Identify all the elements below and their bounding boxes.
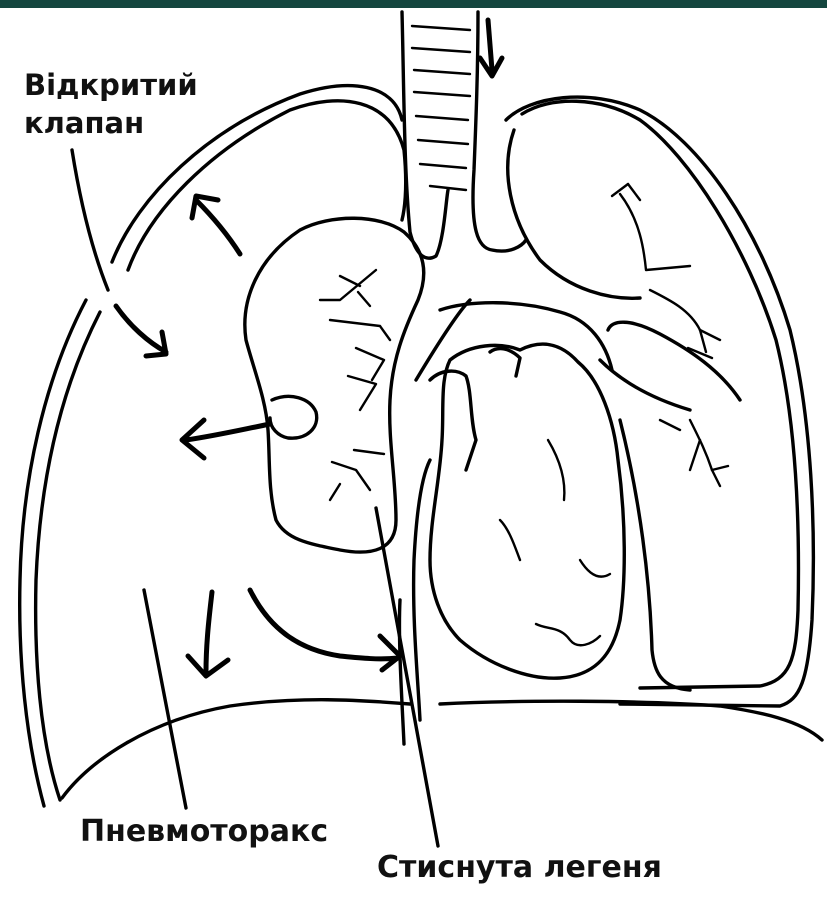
- pneumothorax-label: Пневмоторакс: [80, 814, 328, 849]
- heart: [416, 300, 624, 678]
- open-valve-label: Відкритий клапан: [24, 66, 198, 142]
- airflow-arrows: [116, 196, 400, 676]
- right-bronchi: [612, 184, 728, 486]
- pneumothorax-leader: [144, 590, 186, 808]
- right-lung: [506, 97, 813, 706]
- left-chest-wall: [20, 86, 406, 806]
- left-bronchi: [320, 270, 390, 500]
- open-valve-leader: [72, 150, 108, 290]
- compressed-lung-outline: [245, 218, 424, 552]
- compressed-lung-label: Стиснута легеня: [377, 850, 662, 885]
- open-valve-label-line2: клапан: [24, 104, 198, 142]
- trachea: [402, 12, 526, 258]
- mediastinum-line: [414, 460, 430, 720]
- trachea-airflow-arrow: [480, 20, 502, 76]
- open-valve-label-line1: Відкритий: [24, 66, 198, 104]
